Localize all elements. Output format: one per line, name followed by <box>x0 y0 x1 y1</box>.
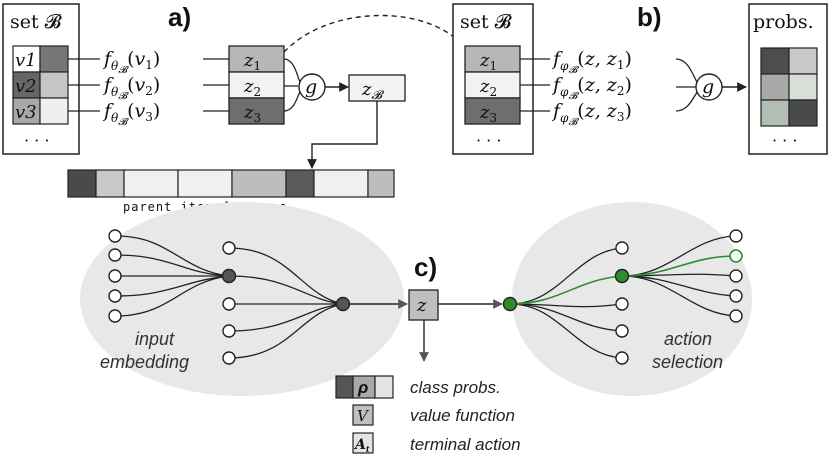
panel-a-label: a) <box>168 2 191 32</box>
input-embedding-label: input <box>135 329 175 349</box>
action-selection-cluster <box>512 202 752 396</box>
set-dots-a: · · · <box>24 131 49 150</box>
prob-cell <box>788 99 818 127</box>
embedding-z1-b <box>464 45 521 73</box>
function-f-phi-z3: fφ𝓑(z, z3) <box>551 100 632 128</box>
input-output-node <box>335 296 351 312</box>
item-v1: v1 <box>15 50 37 71</box>
action-node <box>615 297 629 311</box>
action-node <box>729 269 743 283</box>
item-v2: v2 <box>15 76 37 97</box>
input-node <box>108 248 122 262</box>
item-v1-color-cell <box>39 45 69 73</box>
set-b-title-a: set 𝓑 <box>10 11 63 33</box>
function-f-theta-v2: fθ𝓑(v2) <box>102 74 160 102</box>
feature-cell <box>123 169 179 198</box>
action-node <box>729 309 743 323</box>
feature-cell <box>231 169 287 198</box>
legend-rho-right <box>374 375 394 399</box>
item-v3: v3 <box>15 102 37 123</box>
action-selection-label: selection <box>652 352 723 372</box>
legend: ρ class probs. V value function At termi… <box>335 375 521 454</box>
input-hub-node <box>221 268 237 284</box>
prob-cell <box>760 47 790 75</box>
set-embedding-zb <box>348 74 406 102</box>
prob-cell <box>760 73 790 101</box>
probs-dots: · · · <box>772 131 797 150</box>
feature-cell <box>285 169 315 198</box>
legend-class-probs: class probs. <box>410 378 501 397</box>
dashed-transfer-arrow <box>283 14 466 53</box>
highlighted-path <box>509 275 623 305</box>
action-node <box>615 241 629 255</box>
embedding-z1-a <box>228 45 285 73</box>
function-f-theta-v3: fθ𝓑(v3) <box>102 100 160 128</box>
panel-c: c) input embedding <box>80 202 752 396</box>
action-selection-label: action <box>664 329 712 349</box>
embedding-z2-a <box>228 71 285 99</box>
feature-cell <box>313 169 369 198</box>
item-v2-color-cell <box>39 71 69 99</box>
action-node <box>729 229 743 243</box>
action-node <box>729 289 743 303</box>
aggregator-g-a-label: g <box>305 76 317 98</box>
action-node <box>615 324 629 338</box>
feature-cell <box>367 169 395 198</box>
input-node <box>222 241 236 255</box>
action-root-node <box>502 296 518 312</box>
aggregator-g-b-label: g <box>702 76 714 98</box>
input-node <box>108 269 122 283</box>
panel-b: b) set 𝓑 z1 z2 z3 · · · fφ𝓑(z, z1) fφ𝓑(z… <box>452 2 828 155</box>
item-v3-color-cell <box>39 97 69 125</box>
latent-z-label: z <box>416 295 427 316</box>
set-b-title-b: set 𝓑 <box>460 11 513 33</box>
highlighted-path <box>621 255 736 277</box>
legend-a-symbol: At <box>353 437 370 454</box>
function-f-phi-z2: fφ𝓑(z, z2) <box>551 74 632 102</box>
panel-b-label: b) <box>637 2 662 32</box>
input-node <box>108 289 122 303</box>
legend-value-function: value function <box>410 406 515 425</box>
legend-v-box <box>352 404 374 426</box>
input-node <box>222 297 236 311</box>
prob-cell <box>788 47 818 75</box>
embedding-z3-b <box>464 97 521 125</box>
latent-z-node <box>408 289 439 321</box>
probs-title: probs. <box>753 11 814 33</box>
embedding-z2-b <box>464 71 521 99</box>
input-node <box>222 324 236 338</box>
panel-c-label: c) <box>414 252 437 282</box>
legend-rho-symbol: ρ <box>357 378 368 397</box>
embedding-z3-a <box>228 97 285 125</box>
panel-a: a) set 𝓑 v1 v2 v3 · · · fθ𝓑(v1) fθ𝓑(v2) … <box>2 2 406 169</box>
prob-cell <box>788 73 818 101</box>
set-dots-b: · · · <box>476 131 501 150</box>
input-embedding-label: embedding <box>100 352 189 372</box>
input-node <box>108 309 122 323</box>
action-leaf-selected <box>729 249 743 263</box>
legend-rho-left <box>335 375 354 399</box>
input-node <box>222 351 236 365</box>
feature-cell <box>67 169 97 198</box>
input-embedding-cluster <box>80 202 404 396</box>
feature-cell <box>95 169 125 198</box>
legend-v-symbol: V <box>357 407 370 425</box>
action-node <box>615 351 629 365</box>
feature-cell <box>177 169 233 198</box>
legend-a-box <box>352 432 374 454</box>
legend-terminal-action: terminal action <box>410 435 521 454</box>
action-hub-node <box>614 268 630 284</box>
function-f-phi-z1: fφ𝓑(z, z1) <box>551 48 632 76</box>
prob-cell <box>760 99 790 127</box>
function-f-theta-v1: fθ𝓑(v1) <box>102 48 160 76</box>
input-node <box>108 229 122 243</box>
